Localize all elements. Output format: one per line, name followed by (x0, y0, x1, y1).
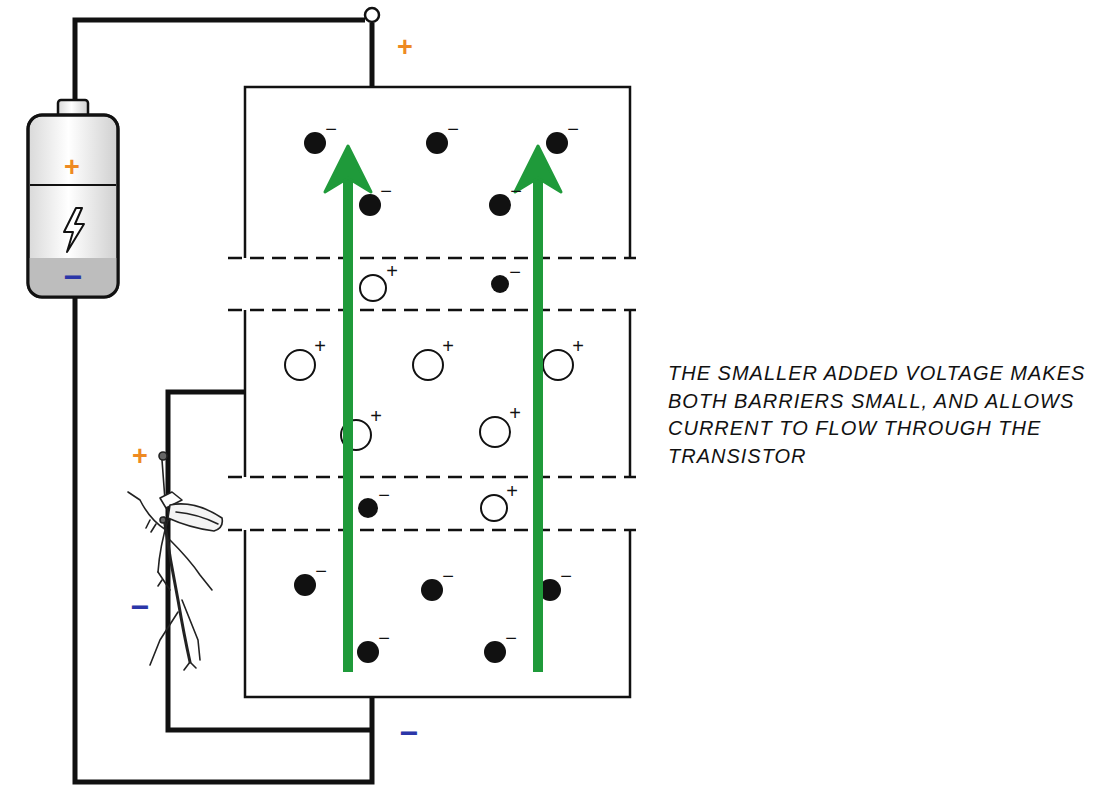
charge-sign: + (506, 481, 518, 501)
polarity-mark: − (131, 591, 150, 623)
charge-sign: + (442, 336, 454, 356)
terminal (365, 8, 379, 22)
charge-sign: − (378, 628, 390, 648)
charge-sign: − (442, 566, 454, 586)
charge-sign: − (447, 119, 459, 139)
charge-sign: − (510, 181, 522, 201)
charge-sign: + (509, 403, 521, 423)
battery-symbol (28, 100, 118, 297)
circuit-wires (75, 20, 372, 782)
polarity-mark: − (64, 261, 83, 293)
transistor-body (245, 87, 630, 697)
charge-sign: + (572, 336, 584, 356)
charge-sign: + (314, 336, 326, 356)
depletion-band (228, 258, 636, 530)
current-arrow (325, 146, 561, 672)
charge-sign: − (567, 119, 579, 139)
hole-circles (285, 275, 573, 521)
charge-sign: − (380, 181, 392, 201)
electron-dots (294, 132, 568, 663)
mantis-illustration (128, 452, 222, 670)
charge-sign: + (386, 261, 398, 281)
charge-sign: − (325, 119, 337, 139)
caption-text: THE SMALLER ADDED VOLTAGE MAKES BOTH BAR… (668, 360, 1094, 470)
polarity-mark: + (397, 34, 413, 61)
wire (370, 23, 375, 87)
charge-sign: − (378, 485, 390, 505)
wire (168, 392, 372, 730)
polarity-mark: + (132, 443, 148, 470)
wire (75, 296, 372, 782)
polarity-mark: + (64, 154, 80, 181)
polarity-mark: − (400, 717, 419, 749)
charge-sign: − (315, 561, 327, 581)
charge-sign: + (370, 406, 382, 426)
charge-sign: − (505, 628, 517, 648)
charge-sign: − (509, 262, 521, 282)
charge-sign: − (560, 566, 572, 586)
